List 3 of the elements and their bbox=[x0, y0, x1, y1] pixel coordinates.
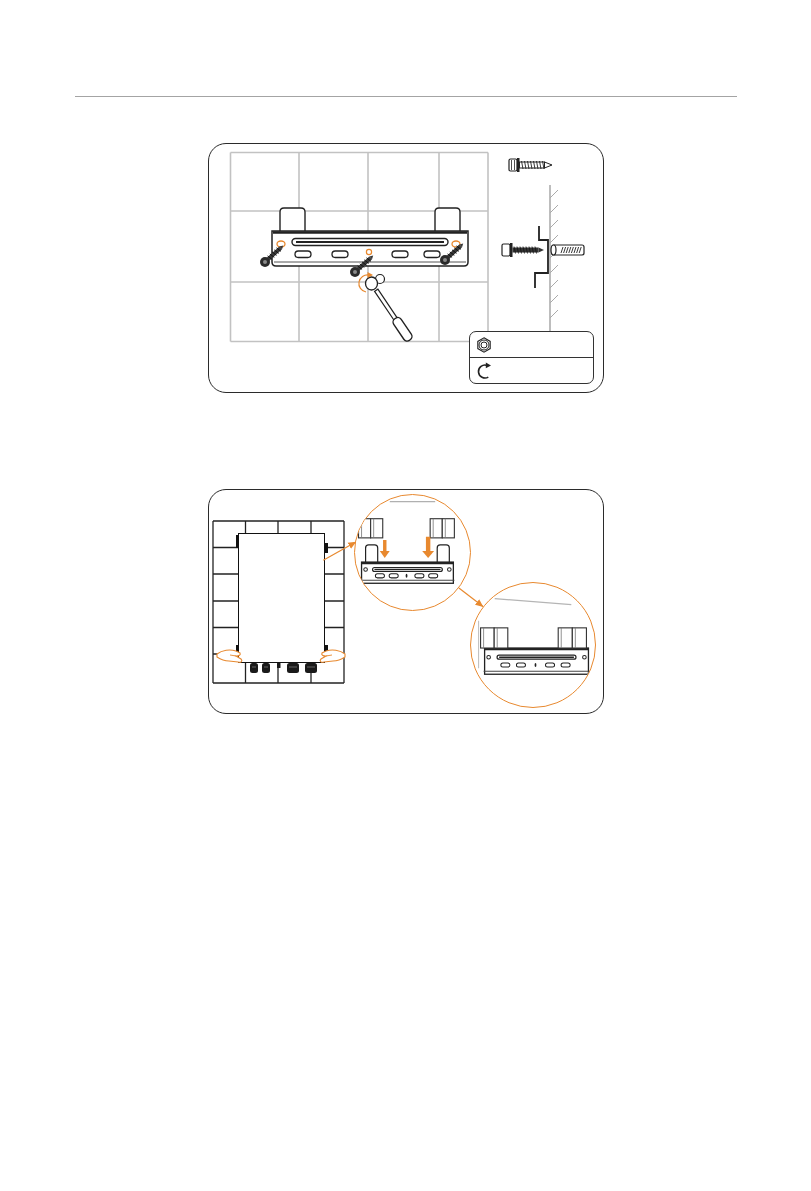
inverter-housing bbox=[238, 533, 325, 663]
arrow bbox=[458, 587, 484, 608]
arrow bbox=[322, 541, 357, 561]
